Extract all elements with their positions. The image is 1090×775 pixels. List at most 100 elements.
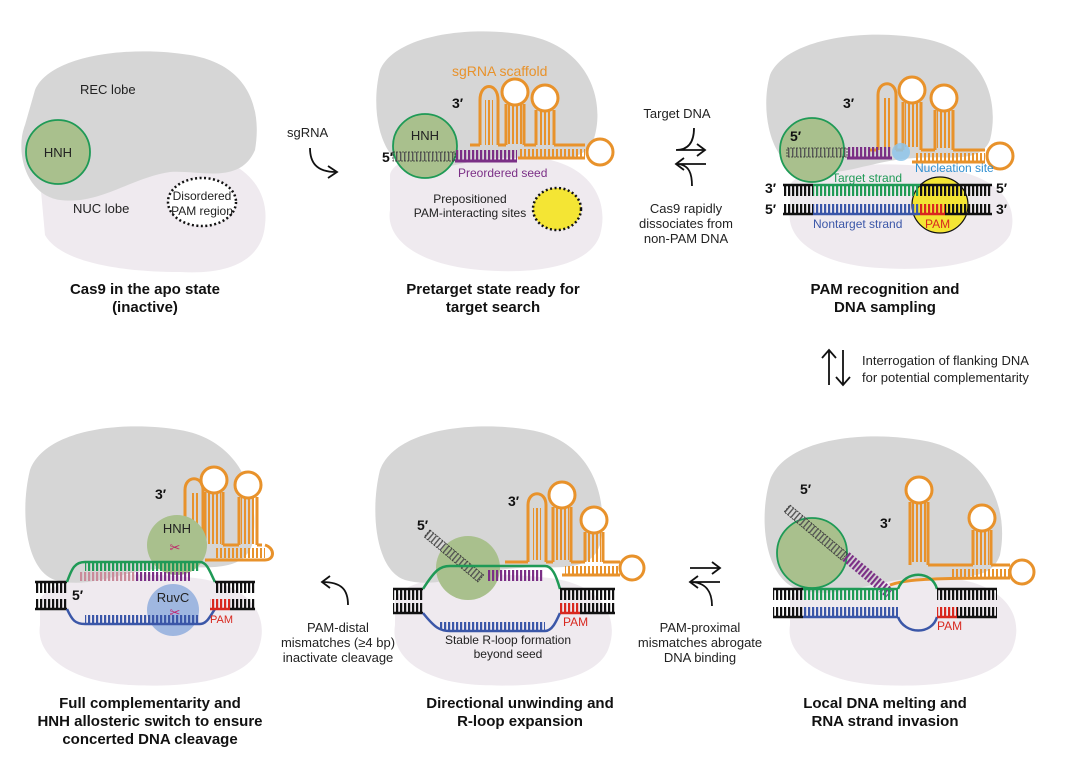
hnh-domain: [25, 119, 91, 185]
sgrna-scaffold: [889, 475, 1036, 587]
distal-label-2: mismatches (≥4 bp): [281, 635, 395, 650]
right-3-label: 3′: [996, 201, 1008, 217]
caption-apo-2: (inactive): [112, 299, 178, 316]
right-5-label: 5′: [996, 180, 1008, 196]
caption-melting-1: Local DNA melting and: [803, 695, 967, 712]
proximal-label-3: DNA binding: [664, 650, 736, 665]
caption-full-2: HNH allosteric switch to ensure: [37, 713, 262, 730]
prepositioned-label-1: Prepositioned: [433, 192, 506, 206]
panel-pretarget: sgRNA scaffold 3′ HNH 5′ Preordered seed…: [376, 31, 615, 316]
down-arrow-icon: [835, 350, 851, 387]
arrow-distal: PAM-distal mismatches (≥4 bp) inactivate…: [281, 575, 395, 665]
disordered-pam-region: [166, 176, 238, 228]
sgrna-guide-white: [786, 147, 848, 158]
dissoc-label-1: Cas9 rapidly: [650, 201, 723, 216]
hnh-label: HNH: [163, 521, 191, 536]
five-prime-label: 5′: [382, 149, 394, 165]
caption-pretarget-1: Pretarget state ready for: [406, 281, 580, 298]
caption-pretarget-2: target search: [446, 299, 540, 316]
svg-text:✂: ✂: [170, 605, 181, 620]
caption-pam-1: PAM recognition and: [811, 281, 960, 298]
sgrna-scaffold: [870, 75, 1015, 171]
up-arrow-icon: [821, 348, 837, 385]
dissoc-label-2: dissociates from: [639, 216, 733, 231]
prepositioned-label-2: PAM-interacting sites: [414, 206, 526, 220]
five-prime-label: 5′: [800, 481, 812, 497]
three-prime-label: 3′: [155, 486, 167, 502]
nuc-lobe-shape: [789, 574, 1017, 686]
seed-region: [847, 147, 892, 158]
proximal-label-2: mismatches abrogate: [638, 635, 762, 650]
disordered-label-2: PAM region: [171, 204, 233, 218]
sgrna-guide-white: [783, 504, 849, 561]
arrow-target-dna: Target DNA Cas9 rapidly dissociates from…: [639, 106, 733, 246]
three-prime-label: 3′: [452, 95, 464, 111]
interrog-label-1: Interrogation of flanking DNA: [862, 353, 1029, 368]
caption-pam-2: DNA sampling: [834, 299, 936, 316]
caption-melting-2: RNA strand invasion: [812, 713, 959, 730]
hnh-label: HNH: [44, 145, 72, 160]
panel-apo-state: REC lobe NUC lobe HNH Disordered PAM reg…: [21, 51, 266, 316]
arrow-sgrna: sgRNA: [287, 125, 339, 179]
dna-duplex: [35, 560, 255, 626]
preordered-seed-label: Preordered seed: [458, 166, 547, 180]
scissors-icon: ✂: [170, 540, 181, 555]
sgrna-scaffold: [470, 77, 615, 167]
curved-arrow-icon: [675, 127, 704, 151]
distal-label-3: inactivate cleavage: [283, 650, 394, 665]
interrog-label-2: for potential complementarity: [862, 370, 1029, 385]
target-dna-label: Target DNA: [643, 106, 711, 121]
nuc-lobe-label: NUC lobe: [73, 201, 129, 216]
target-strand-label: Target strand: [832, 171, 902, 185]
three-prime-label: 3′: [880, 515, 892, 531]
seed-region: [841, 551, 894, 598]
proximal-label-1: PAM-proximal: [660, 620, 741, 635]
seed-region: [488, 570, 543, 581]
three-prime-top-label: 3′: [843, 95, 855, 111]
hnh-domain: [392, 113, 458, 179]
curved-arrow-icon: [321, 581, 349, 606]
caption-full-3: concerted DNA cleavage: [62, 731, 237, 748]
nucleation-label: Nucleation site: [915, 161, 994, 175]
caption-apo-1: Cas9 in the apo state: [70, 281, 220, 298]
dna-duplex: [783, 183, 992, 216]
panel-dna-melting: 3′ 5′ PAM Local DNA melting and R: [764, 436, 1036, 730]
stable-label-2: beyond seed: [474, 647, 543, 661]
three-prime-label: 3′: [508, 493, 520, 509]
sgrna-scaffold-label: sgRNA scaffold: [452, 63, 547, 79]
nuc-lobe-shape: [39, 574, 262, 686]
hnh-domain: [147, 515, 207, 575]
rec-lobe-label: REC lobe: [80, 82, 136, 97]
left-3-label: 3′: [765, 180, 777, 196]
sgrna-scaffold: [505, 480, 646, 582]
svg-text:✂: ✂: [170, 540, 181, 555]
dissoc-label-3: non-PAM DNA: [644, 231, 729, 246]
sgrna-guide-white: [423, 529, 485, 583]
sgrna-guide-white: [392, 151, 456, 162]
sgrna-arrow-label: sgRNA: [287, 125, 329, 140]
hnh-label: HNH: [411, 128, 439, 143]
preordered-seed: [455, 150, 517, 161]
panel-pam-recognition: 3′ 5′ Nucleation site Target strand Nont…: [765, 34, 1015, 316]
panel-r-loop: 3′ 5′ PAM Stable R-loop formation beyond…: [375, 426, 646, 730]
nuc-lobe-shape: [389, 153, 603, 272]
arrow-proximal: PAM-proximal mismatches abrogate DNA bin…: [638, 561, 762, 665]
nontarget-strand-label: Nontarget strand: [813, 217, 902, 231]
dna-duplex: [393, 564, 615, 633]
left-5-label: 5′: [765, 201, 777, 217]
five-prime-label: 5′: [417, 517, 429, 533]
stable-label-1: Stable R-loop formation: [445, 633, 571, 647]
five-prime-label: 5′: [72, 587, 84, 603]
disordered-label-1: Disordered: [173, 189, 232, 203]
arrow-interrogation: Interrogation of flanking DNA for potent…: [821, 348, 1029, 387]
pam-interacting-sites: [531, 186, 583, 232]
pam-label: PAM: [937, 619, 962, 633]
panel-full-complementarity: 3′ HNH RuvC ✂ ✂ 5′ P: [25, 426, 274, 748]
pam-label: PAM: [210, 614, 233, 626]
caption-rloop-2: R-loop expansion: [457, 713, 583, 730]
caption-rloop-1: Directional unwinding and: [426, 695, 614, 712]
ruvc-label: RuvC: [157, 590, 190, 605]
dna-duplex: [773, 573, 997, 632]
distal-label-1: PAM-distal: [307, 620, 369, 635]
